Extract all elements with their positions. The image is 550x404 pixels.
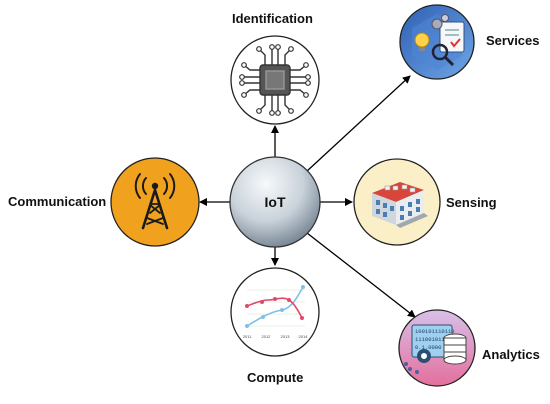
binary-line-3: 0.1.0000 [415,344,441,351]
iot-center-node: IoT [229,156,321,248]
arrow-to-analytics [306,232,416,318]
database-icon: 100101110110 1110010110 0.1.0000 [404,324,467,374]
arrow-to-services [305,75,411,173]
building-icon [372,182,428,228]
line-chart-icon: 2011 2012 2013 2014 [243,285,309,339]
sensing-node [353,158,441,246]
identification-node [230,35,320,125]
connector-arrows [199,75,416,318]
sensing-label: Sensing [446,195,497,210]
identification-label: Identification [232,11,313,26]
binary-line-2: 1110010110 [415,336,448,343]
binary-line-1: 100101110110 [415,328,455,335]
analytics-label: Analytics [482,347,540,362]
communication-node [110,157,200,247]
antenna-tower-icon [134,173,176,230]
iot-label: IoT [265,194,286,210]
services-icon [412,14,465,70]
services-node [399,4,475,80]
communication-label: Communication [8,194,107,209]
analytics-node: 100101110110 1110010110 0.1.0000 [398,309,476,387]
compute-tick-2012: 2012 [262,334,272,339]
compute-tick-2013: 2013 [281,334,291,339]
services-label: Services [486,33,540,48]
compute-label: Compute [247,370,304,385]
compute-tick-2014: 2014 [299,334,309,339]
chip-icon [239,44,311,116]
compute-node: 2011 2012 2013 2014 [230,267,320,357]
compute-tick-2011: 2011 [243,334,252,339]
